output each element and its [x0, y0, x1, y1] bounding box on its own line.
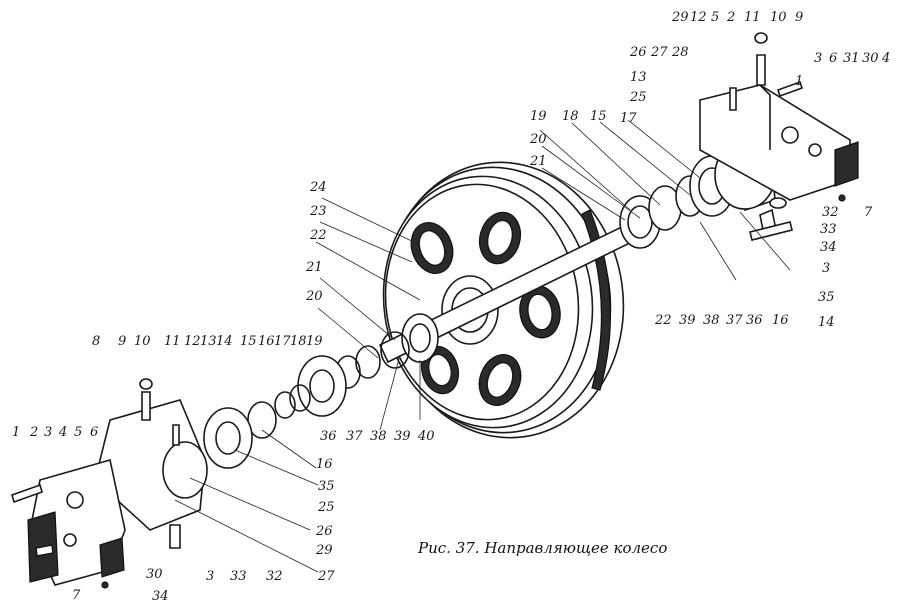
label: 3 [206, 569, 214, 584]
label: 17 [620, 111, 637, 126]
label: 6 [90, 425, 98, 440]
left-hub-assembly [203, 313, 439, 469]
label: 30 [862, 51, 879, 66]
label: 16 [772, 313, 789, 328]
label: 18 [562, 109, 579, 124]
leader-lines [174, 119, 791, 573]
figure-caption: Рис. 37. Направляющее колесо [417, 539, 667, 557]
labels-left-top: 8 9 10 11 12 13 14 15 16 17 18 19 [92, 334, 323, 349]
label: 30 [146, 567, 163, 582]
label: 38 [703, 313, 720, 328]
label: 36 [746, 313, 763, 328]
label: 37 [346, 429, 363, 444]
label: 7 [72, 588, 81, 603]
label: 12 [690, 10, 707, 25]
label: 39 [679, 313, 696, 328]
label: 29 [671, 10, 689, 25]
label: 25 [317, 500, 335, 515]
label: 16 [316, 457, 333, 472]
label: 1 [795, 74, 803, 89]
label: 10 [770, 10, 787, 25]
label: 27 [317, 569, 335, 584]
label: 15 [590, 109, 607, 124]
label: 35 [818, 290, 835, 305]
label: 17 [274, 334, 291, 349]
label: 7 [864, 205, 873, 220]
label: 3 [814, 51, 822, 66]
label: 19 [306, 334, 323, 349]
label: 24 [309, 180, 327, 195]
label: 26 [315, 524, 333, 539]
label: 21 [529, 154, 547, 169]
label: 21 [305, 260, 323, 275]
label: 35 [318, 479, 335, 494]
label: 39 [394, 429, 411, 444]
label: 14 [818, 315, 835, 330]
label: 2 [726, 10, 735, 25]
label: 25 [629, 90, 647, 105]
label: 9 [795, 10, 803, 25]
label: 40 [417, 429, 435, 444]
label: 20 [305, 289, 323, 304]
label: 37 [726, 313, 743, 328]
label: 9 [118, 334, 126, 349]
label: 6 [829, 51, 837, 66]
label: 23 [309, 204, 327, 219]
label: 20 [529, 132, 547, 147]
label: 22 [654, 313, 672, 328]
label: 33 [230, 569, 247, 584]
label: 28 [671, 45, 689, 60]
label: 26 [629, 45, 647, 60]
label: 32 [822, 205, 839, 220]
label: 5 [711, 10, 719, 25]
label: 33 [820, 222, 837, 237]
label: 34 [152, 589, 169, 604]
label: 36 [320, 429, 337, 444]
label: 34 [820, 240, 837, 255]
label: 15 [240, 334, 257, 349]
label: 38 [370, 429, 387, 444]
labels-right-side: 32 7 33 34 3 35 14 16 36 37 38 39 22 [654, 205, 873, 330]
label: 27 [650, 45, 668, 60]
label: 4 [881, 51, 890, 66]
label: 14 [216, 334, 233, 349]
label: 32 [266, 569, 283, 584]
labels-left-side: 1 2 3 4 5 6 7 30 34 3 33 32 27 29 26 25 … [12, 425, 435, 604]
label: 4 [58, 425, 67, 440]
label: 8 [92, 334, 100, 349]
label: 13 [630, 70, 647, 85]
label: 10 [134, 334, 151, 349]
label: 2 [29, 425, 38, 440]
labels-right-top: 29 12 5 2 11 10 9 1 3 6 31 30 4 26 27 28… [305, 10, 890, 304]
label: 11 [164, 334, 181, 349]
label: 16 [258, 334, 275, 349]
label: 18 [290, 334, 307, 349]
label: 22 [309, 228, 327, 243]
label: 31 [843, 51, 860, 66]
label: 1 [12, 425, 20, 440]
right-bracket [699, 32, 859, 241]
label: 19 [530, 109, 547, 124]
label: 3 [44, 425, 52, 440]
label: 3 [822, 261, 830, 276]
left-bracket [11, 378, 208, 589]
label: 29 [315, 543, 333, 558]
label: 11 [744, 10, 761, 25]
label: 13 [200, 334, 217, 349]
label: 5 [74, 425, 82, 440]
label: 12 [184, 334, 201, 349]
